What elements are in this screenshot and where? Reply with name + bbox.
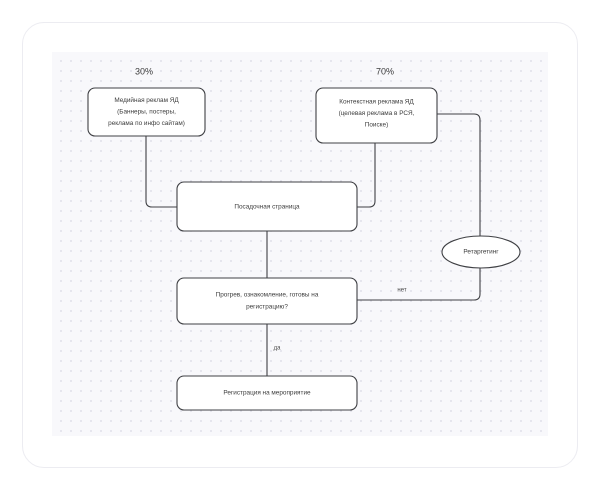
node-registration-shape[interactable] [176, 375, 358, 411]
node-context-ads[interactable]: Контекстная реклама ЯД (целевая реклама … [315, 87, 438, 144]
node-retargeting-label: Ретаргетинг [463, 249, 499, 256]
node-decision-line-1: Прогрев, ознакомление, готовы на [216, 292, 319, 299]
node-context-ads-line-1: Контекстная реклама ЯД [339, 99, 414, 106]
node-media-ads-shape[interactable] [87, 87, 206, 137]
node-retargeting-shape[interactable] [441, 235, 521, 269]
node-landing-page-label: Посадочная страница [234, 204, 300, 211]
split-label-left: 30% [135, 66, 153, 76]
node-retargeting[interactable]: Ретаргетинг [441, 235, 521, 269]
edge-label-no: нет [397, 288, 406, 294]
node-landing-page[interactable]: Посадочная страница [176, 181, 358, 232]
node-media-ads-line-1: Медийная реклам ЯД [114, 96, 179, 104]
node-decision-line-2: регистрацию? [246, 304, 288, 311]
node-media-ads[interactable]: Медийная реклам ЯД (Баннеры, постеры, ре… [87, 87, 206, 137]
node-context-ads-shape[interactable] [315, 87, 438, 144]
node-media-ads-line-3: реклама по инфо сайтам) [108, 119, 185, 127]
edge-label-yes: да [274, 346, 282, 352]
node-context-ads-line-3: Поиске) [365, 122, 388, 129]
split-label-right: 70% [376, 66, 394, 76]
node-media-ads-line-2: (Баннеры, постеры, [117, 109, 176, 116]
node-decision[interactable]: Прогрев, ознакомление, готовы на регистр… [176, 277, 358, 325]
node-context-ads-line-2: (целевая реклама в РСЯ, [339, 110, 415, 117]
node-registration-label: Регистрация на мероприятие [223, 390, 311, 397]
node-landing-page-shape[interactable] [176, 181, 358, 232]
edge-context-to-landing [357, 143, 376, 208]
edge-decision-no-to-retargeting [357, 268, 481, 301]
node-decision-shape[interactable] [176, 277, 358, 325]
node-registration[interactable]: Регистрация на мероприятие [176, 375, 358, 411]
edge-media-to-landing [145, 136, 177, 208]
edge-context-to-retargeting [437, 113, 481, 236]
